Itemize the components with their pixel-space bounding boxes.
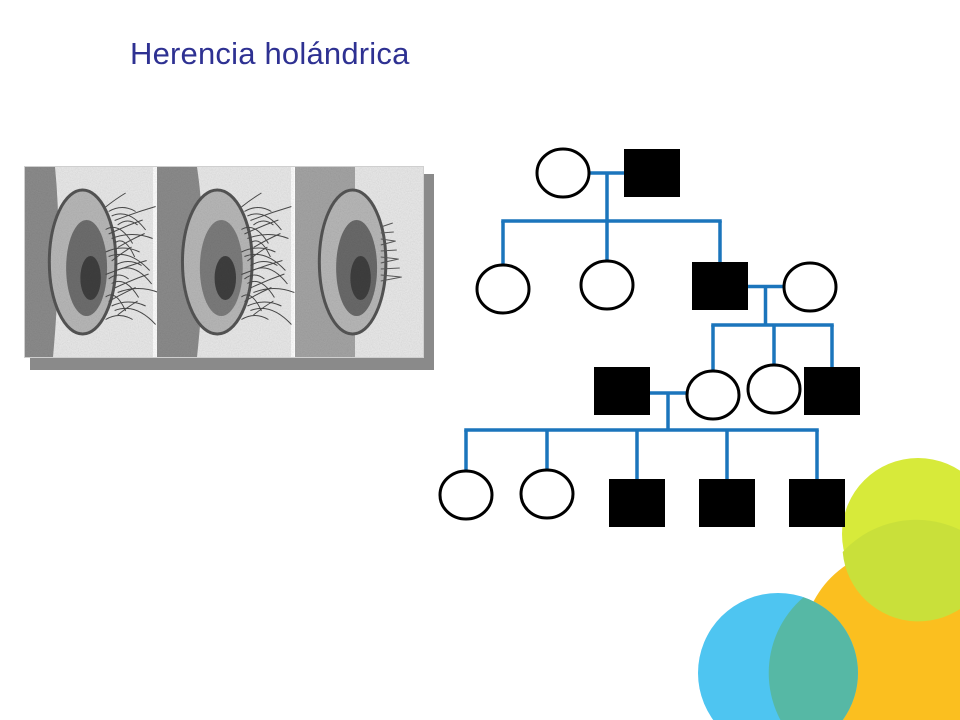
ear-photo-3 <box>295 167 423 357</box>
male-square-icon <box>804 367 860 415</box>
male-square-icon <box>594 367 650 415</box>
pedigree-lines <box>464 171 834 480</box>
circle-overlap <box>768 597 858 720</box>
female-circle-icon <box>579 259 635 311</box>
female-circle-icon <box>438 469 494 521</box>
female-circle-icon <box>746 363 802 415</box>
female-circle-icon <box>685 369 741 421</box>
male-square-icon <box>699 479 755 527</box>
ear-photo-1 <box>25 167 159 357</box>
slide-title: Herencia holándrica <box>130 36 410 71</box>
female-circle-icon <box>535 147 591 199</box>
circle-overlap-yellow <box>842 519 960 622</box>
male-square-icon <box>609 479 665 527</box>
ear-photo-strip <box>24 166 424 358</box>
female-circle-icon <box>475 263 531 315</box>
ear-photo-2 <box>157 167 295 357</box>
male-square-icon <box>692 262 748 310</box>
male-square-icon <box>789 479 845 527</box>
female-circle-icon <box>782 261 838 313</box>
pedigree-individuals <box>438 147 860 527</box>
male-square-icon <box>624 149 680 197</box>
female-circle-icon <box>519 468 575 520</box>
